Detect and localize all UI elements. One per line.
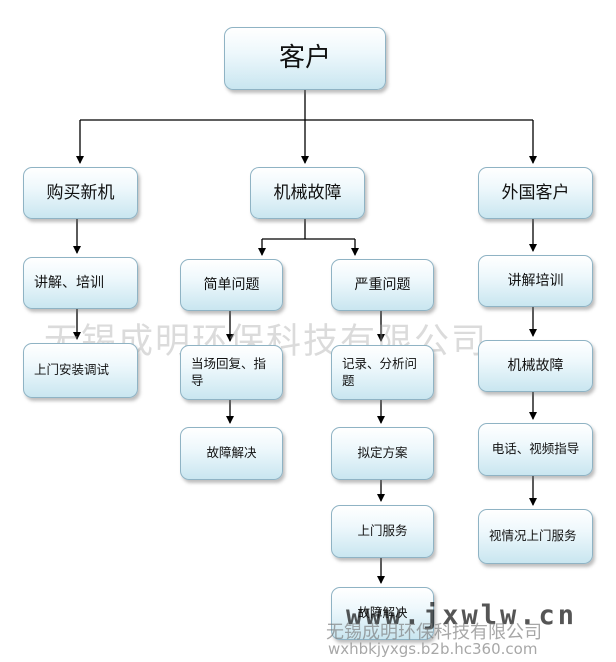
- step-node: 记录、分析问题: [331, 345, 434, 400]
- step-label: 讲解、培训: [34, 274, 104, 291]
- sub-branch-label: 严重问题: [354, 276, 411, 293]
- step-label: 上门服务: [357, 523, 408, 539]
- step-label: 记录、分析问题: [342, 355, 418, 388]
- branch-label: 购买新机: [46, 182, 115, 203]
- step-label: 机械故障: [507, 357, 564, 374]
- step-node: 当场回复、指导: [180, 345, 283, 400]
- step-label: 当场回复、指导: [191, 355, 267, 388]
- step-label: 故障解决: [206, 445, 257, 461]
- sub-branch-node-simple-problem: 简单问题: [180, 259, 283, 311]
- step-node: 故障解决: [331, 587, 434, 640]
- step-label: 电话、视频指导: [491, 441, 580, 457]
- step-node: 故障解决: [180, 427, 283, 480]
- step-label: 视情况上门服务: [489, 528, 577, 544]
- step-node: 电话、视频指导: [478, 423, 593, 476]
- sub-branch-node-serious-problem: 严重问题: [331, 259, 434, 311]
- step-node: 视情况上门服务: [478, 509, 593, 564]
- step-node: 上门服务: [331, 505, 434, 558]
- sub-branch-label: 简单问题: [203, 276, 260, 293]
- branch-node-mechanical-fault: 机械故障: [250, 167, 365, 219]
- watermark-company: 无锡成明环保科技有限公司: [326, 622, 542, 643]
- branch-node-foreign-customer: 外国客户: [478, 167, 593, 219]
- root-label: 客户: [278, 42, 331, 73]
- step-node: 拟定方案: [331, 427, 434, 480]
- step-label: 拟定方案: [357, 445, 408, 461]
- branch-node-new-purchase: 购买新机: [23, 167, 138, 219]
- step-label: 讲解培训: [507, 272, 564, 289]
- watermark-site-url: www.jxwlw.cn: [346, 600, 578, 631]
- watermark-domain: wxhbkjyxgs.b2b.hc360.com: [328, 640, 538, 658]
- root-node: 客户: [224, 27, 386, 90]
- step-label: 故障解决: [357, 605, 408, 621]
- step-label: 上门安装调试: [34, 362, 110, 378]
- branch-label: 机械故障: [273, 182, 342, 203]
- step-node: 讲解培训: [478, 255, 593, 307]
- step-node: 上门安装调试: [23, 343, 138, 398]
- step-node: 机械故障: [478, 340, 593, 392]
- step-node: 讲解、培训: [23, 257, 138, 309]
- branch-label: 外国客户: [501, 182, 570, 203]
